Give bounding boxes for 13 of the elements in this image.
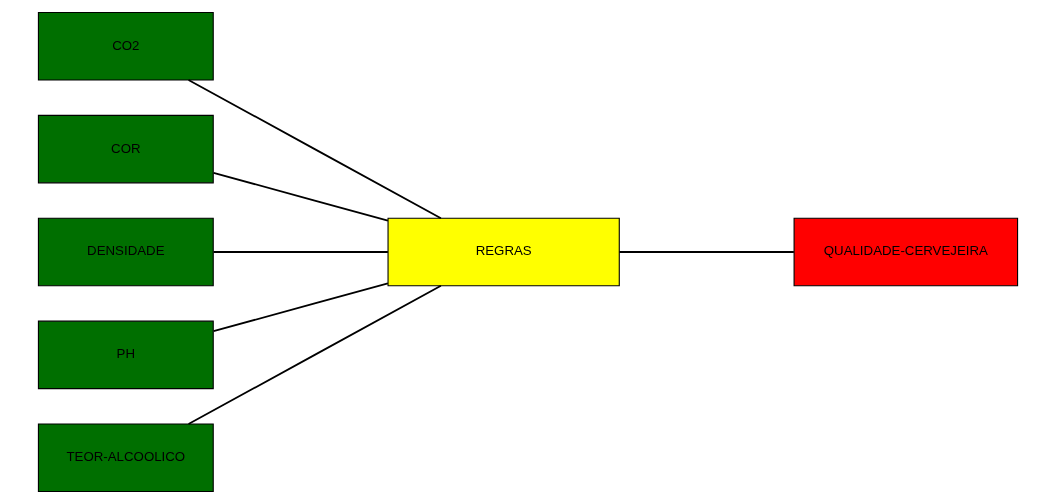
connector [212, 282, 389, 333]
node-box: REGRAS [387, 217, 620, 287]
connector [187, 79, 442, 220]
node-box: COR [37, 114, 214, 184]
node-box: TEOR-ALCOOLICO [37, 423, 214, 493]
connector [187, 284, 442, 425]
connector [212, 251, 389, 253]
node-box: DENSIDADE [37, 217, 214, 287]
connector [618, 251, 795, 253]
connector [212, 171, 389, 222]
node-box: PH [37, 320, 214, 390]
node-box: QUALIDADE-CERVEJEIRA [793, 217, 1019, 287]
node-box: CO2 [37, 11, 214, 81]
